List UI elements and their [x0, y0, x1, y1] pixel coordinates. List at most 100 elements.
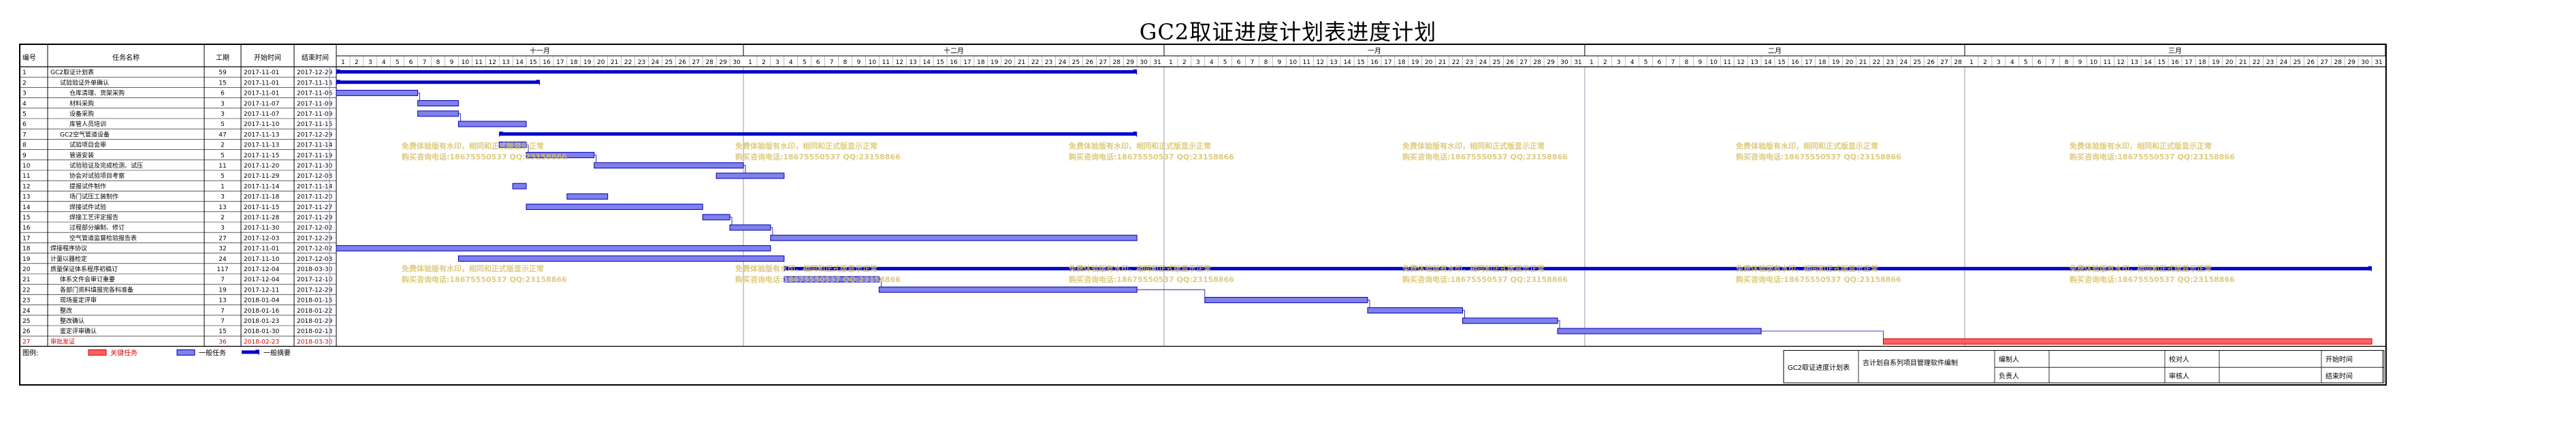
day-label: 18 [977, 59, 985, 66]
task-name: 管道安装 [69, 151, 94, 159]
task-finish: 2017-12-03 [297, 173, 332, 180]
watermark: 免费体验版有水印，相同和正式版显示正常购买咨询电话:18675550537 QQ… [2070, 141, 2235, 163]
day-label: 15 [936, 59, 944, 66]
dependency-link [1462, 310, 1465, 318]
task-name: 仓库清理、货架采购 [69, 89, 125, 97]
task-id: 8 [22, 142, 27, 149]
day-label: 12 [489, 59, 496, 66]
task-start: 2017-11-30 [244, 225, 280, 232]
day-label: 16 [543, 59, 551, 66]
summary-bar-cap [2368, 266, 2372, 272]
day-label: 21 [611, 59, 618, 66]
month-label-1: 十一月 [530, 46, 550, 55]
day-label: 10 [1289, 59, 1298, 66]
watermark-line2: 购买咨询电话:18675550537 QQ:23158866 [1736, 153, 1901, 161]
watermark-line1: 免费体验版有水印，相同和正式版显示正常 [1736, 264, 1878, 273]
task-bar [702, 214, 730, 221]
day-label: 16 [2171, 59, 2179, 66]
task-id: 2 [22, 80, 27, 87]
day-label: 29 [2347, 59, 2355, 66]
day-label: 25 [1072, 59, 1080, 66]
day-label: 1 [1169, 59, 1173, 66]
day-label: 25 [665, 59, 673, 66]
day-label: 13 [1330, 59, 1337, 66]
task-id: 21 [22, 277, 30, 283]
task-duration: 32 [219, 246, 226, 253]
task-bar [457, 255, 785, 262]
task-name: 计量以器检定 [50, 255, 87, 263]
day-label: 1 [1590, 59, 1594, 66]
col-header-id: 编号 [22, 53, 36, 62]
day-label: 12 [1316, 59, 1323, 66]
watermark-line1: 免费体验版有水印，相同和正式版显示正常 [735, 142, 878, 151]
summary-bar-cap [499, 131, 504, 138]
day-label: 3 [368, 59, 372, 66]
day-label: 3 [1617, 59, 1621, 66]
task-bar [512, 183, 527, 189]
day-label: 4 [789, 59, 793, 66]
day-label: 28 [1533, 59, 1541, 66]
task-id: 11 [22, 173, 30, 180]
task-finish: 2017-11-29 [297, 215, 333, 221]
task-finish: 2017-11-27 [297, 204, 332, 211]
task-name: 材料采购 [69, 99, 94, 108]
watermark-line1: 免费体验版有水印，相同和正式版显示正常 [2070, 142, 2212, 151]
day-label: 17 [556, 59, 564, 66]
task-id: 18 [22, 246, 31, 253]
day-label: 6 [816, 59, 820, 66]
task-duration: 5 [221, 173, 225, 180]
footer-owner-label: 负责人 [1999, 372, 2019, 381]
task-duration: 11 [219, 163, 226, 170]
task-start: 2017-11-10 [244, 256, 280, 263]
task-id: 26 [22, 328, 31, 335]
day-label: 22 [624, 59, 632, 66]
day-label: 13 [909, 59, 916, 66]
task-duration: 117 [216, 266, 228, 273]
day-label: 11 [1723, 59, 1730, 66]
task-name: 整改 [60, 307, 72, 315]
day-label: 28 [2334, 59, 2342, 66]
day-label: 5 [1644, 59, 1648, 66]
day-label: 15 [1777, 59, 1785, 66]
day-label: 5 [803, 59, 807, 66]
day-label: 8 [2065, 59, 2069, 66]
day-label: 10 [869, 59, 877, 66]
task-id: 7 [22, 131, 27, 138]
day-label: 17 [963, 59, 971, 66]
day-label: 2 [1182, 59, 1187, 66]
summary-bar-cap [784, 266, 788, 272]
task-id: 3 [22, 91, 27, 97]
critical-task-bar [1882, 338, 2372, 345]
task-finish: 2018-03-30 [297, 266, 333, 273]
watermark-line2: 购买咨询电话:18675550537 QQ:23158866 [1069, 275, 1234, 284]
day-label: 31 [1574, 59, 1581, 66]
task-name: 场门试压工装制作 [69, 193, 118, 201]
day-label: 6 [2038, 59, 2042, 66]
task-name: 整改确认 [60, 317, 84, 325]
day-label: 20 [1846, 59, 1854, 66]
day-label: 15 [1357, 59, 1364, 66]
task-name: 试验验证外单确认 [60, 78, 109, 87]
day-label: 30 [1560, 59, 1568, 66]
task-id: 15 [22, 215, 30, 221]
watermark-line2: 购买咨询电话:18675550537 QQ:23158866 [735, 153, 901, 161]
watermark-line2: 购买咨询电话:18675550537 QQ:23158866 [1069, 153, 1234, 161]
task-duration: 15 [219, 80, 226, 87]
task-finish: 2017-11-15 [297, 121, 332, 128]
day-label: 17 [2185, 59, 2192, 66]
day-label: 8 [1685, 59, 1689, 66]
day-label: 28 [1112, 59, 1121, 66]
day-label: 9 [450, 59, 454, 66]
task-start: 2017-11-01 [244, 69, 279, 76]
task-finish: 2017-12-02 [297, 225, 332, 232]
task-name: 焊接试件试验 [69, 203, 106, 211]
day-label: 9 [1698, 59, 1702, 66]
watermark-line1: 免费体验版有水印，相同和正式版显示正常 [1402, 142, 1545, 151]
task-bar [729, 224, 771, 231]
col-header-start: 开始时间 [254, 53, 281, 62]
day-label: 13 [2130, 59, 2138, 66]
day-label: 7 [1671, 59, 1675, 66]
day-label: 27 [2321, 59, 2328, 66]
task-duration: 7 [221, 308, 225, 315]
day-label: 4 [382, 59, 386, 66]
